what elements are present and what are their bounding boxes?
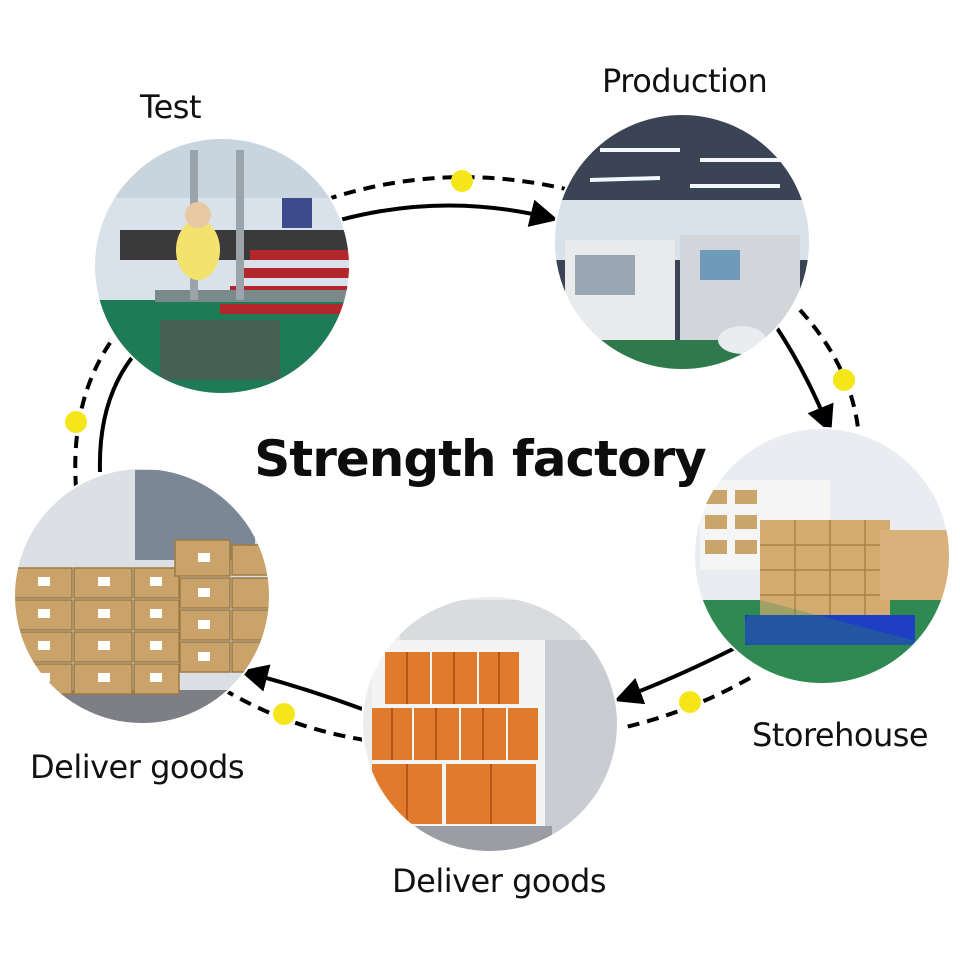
stage-label-storehouse: Storehouse	[752, 716, 929, 754]
photo-deliver-boxes	[14, 468, 270, 724]
stage-label-deliver-van: Deliver goods	[392, 862, 607, 900]
yellow-dot-icon	[833, 369, 855, 391]
stage-label-production: Production	[602, 62, 768, 100]
stage-label-deliver-boxes: Deliver goods	[30, 748, 245, 786]
dashed-arc-test-production	[324, 175, 571, 202]
yellow-dot-icon	[273, 703, 295, 725]
yellow-dot-icon	[65, 411, 87, 433]
dashed-arc-van-boxes	[226, 690, 366, 742]
photo-production	[554, 114, 810, 370]
stage-label-test: Test	[140, 88, 202, 126]
dashed-arc-boxes-test	[73, 338, 114, 489]
dashed-arc-production-storehouse	[798, 308, 860, 429]
photo-deliver-van	[362, 596, 618, 852]
yellow-dot-icon	[451, 170, 473, 192]
solid-arrow-test-production	[339, 199, 559, 227]
diagram-title: Strength factory	[254, 430, 706, 488]
solid-line-boxes-test	[97, 353, 136, 473]
yellow-dot-icon	[679, 691, 701, 713]
solid-arrow-production-storehouse	[773, 323, 834, 434]
solid-arrow-van-boxes	[239, 664, 366, 712]
solid-arrow-storehouse-van	[614, 646, 736, 705]
photo-storehouse	[694, 428, 950, 684]
connector-dots	[65, 170, 855, 725]
